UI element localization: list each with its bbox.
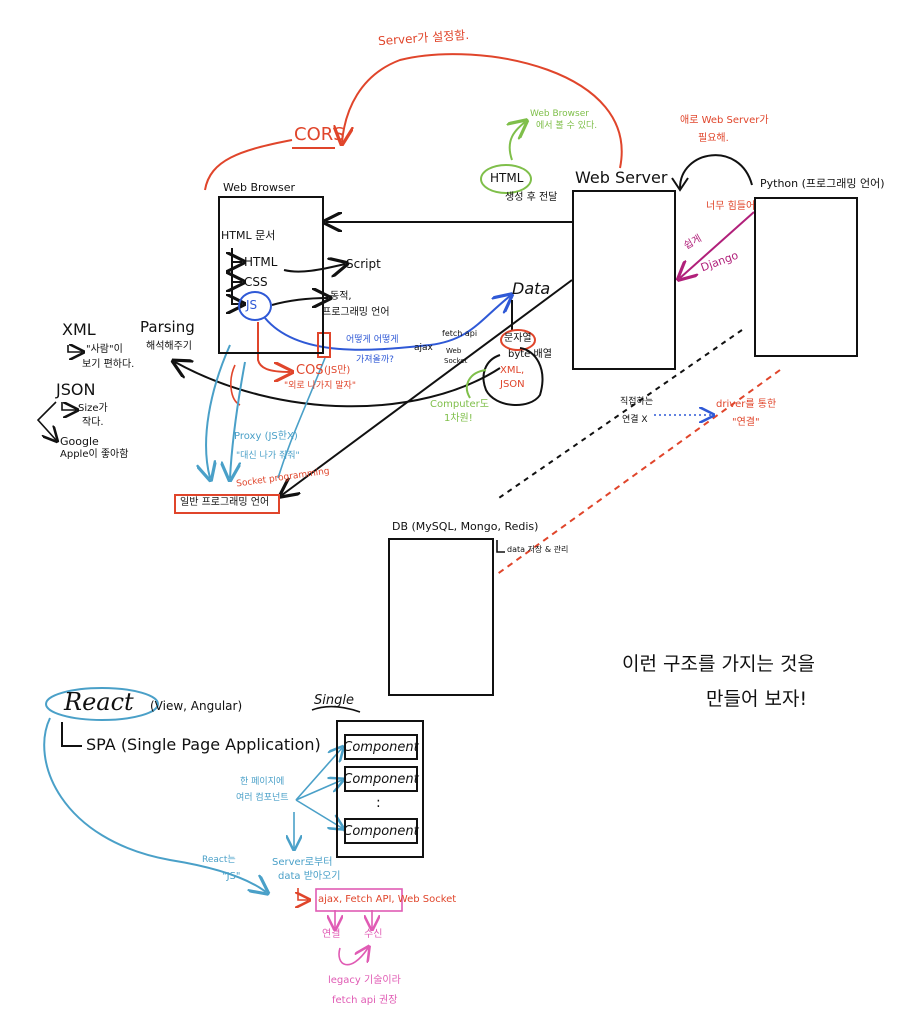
caption-line-1: 이런 구조를 가지는 것을 bbox=[622, 653, 815, 675]
dynamic-label: 동적, bbox=[330, 291, 352, 302]
how-note-2: 가져올까? bbox=[356, 355, 394, 365]
driver-note-2: "연결" bbox=[732, 417, 760, 428]
python-box bbox=[754, 197, 858, 357]
tech-list: ajax, Fetch API, Web Socket bbox=[318, 894, 457, 905]
legacy-note-1: legacy 기술이라 bbox=[328, 975, 401, 986]
spa-label: SPA (Single Page Application) bbox=[86, 735, 321, 754]
react-alternatives: (View, Angular) bbox=[150, 699, 243, 713]
db-note: data 저장 & 관리 bbox=[507, 545, 569, 554]
component-box-3: Component bbox=[343, 818, 419, 844]
receive-label: 수신 bbox=[364, 929, 383, 940]
how-note-1: 어떻게 어떻게 bbox=[346, 335, 399, 345]
direct-note-1: 직접하는 bbox=[620, 397, 654, 407]
cos-sub: (JS만) bbox=[324, 365, 351, 376]
connect-label: 연결 bbox=[322, 929, 341, 940]
computer-note-1: Computer도 bbox=[430, 399, 489, 410]
string-label: 문자열 bbox=[504, 333, 532, 344]
component-box-2: Component bbox=[343, 766, 419, 792]
react-js-note: "JS" bbox=[222, 871, 241, 882]
xml-label: XML bbox=[62, 320, 96, 339]
web-browser-box bbox=[218, 196, 324, 354]
general-lang-box bbox=[174, 494, 280, 514]
server-python-loop bbox=[679, 154, 753, 189]
cos-label: COS bbox=[296, 363, 324, 378]
css-label: CSS bbox=[244, 275, 268, 289]
component-ellipsis: : bbox=[376, 795, 381, 811]
cors-label: CORS bbox=[294, 124, 345, 145]
db-box bbox=[388, 538, 494, 696]
web-server-label: Web Server bbox=[575, 168, 668, 187]
apple-label: Apple이 좋아함 bbox=[60, 449, 129, 460]
html-generate-note: 생성 후 전달 bbox=[505, 192, 558, 203]
js-label: JS bbox=[246, 298, 258, 312]
cors-to-browser-arc bbox=[204, 139, 293, 191]
parsing-label: Parsing bbox=[140, 318, 195, 336]
json-note-2: 작다. bbox=[82, 417, 104, 428]
web-server-box bbox=[572, 190, 676, 370]
driver-note-1: driver를 통한 bbox=[716, 399, 777, 410]
html-label: HTML bbox=[244, 255, 278, 269]
data-label: Data bbox=[512, 279, 551, 298]
xml-note-1: "사람"이 bbox=[86, 344, 123, 355]
server-to-cors-arc bbox=[342, 53, 623, 169]
js-circle bbox=[238, 291, 272, 321]
json-note-1: Size가 bbox=[78, 403, 108, 414]
single-label: Single bbox=[314, 693, 354, 708]
byte-array-label: byte 배열 bbox=[508, 349, 552, 360]
browser-view-note-2: 에서 볼 수 있다. bbox=[536, 121, 598, 131]
xml-red-label: XML, bbox=[500, 365, 525, 376]
one-page-note-1: 한 페이지에 bbox=[240, 777, 285, 787]
json-label: JSON bbox=[56, 380, 96, 399]
direct-note-2: 연결 X bbox=[622, 415, 648, 425]
json-red-label: JSON bbox=[500, 379, 525, 390]
script-label: Script bbox=[346, 257, 381, 271]
db-label: DB (MySQL, Mongo, Redis) bbox=[392, 520, 539, 533]
proxy-label: Proxy (JS한X) bbox=[234, 431, 298, 442]
socket-label: Socket bbox=[444, 357, 468, 365]
html-doc-label: HTML 문서 bbox=[221, 229, 276, 242]
web-label: Web bbox=[446, 347, 462, 355]
proxy-note: "대신 나가 줘줘" bbox=[236, 451, 300, 461]
fetch-api-label: fetch api bbox=[442, 329, 478, 338]
python-label: Python (프로그래밍 언어) bbox=[760, 177, 885, 190]
one-page-note-2: 여러 컴포넌트 bbox=[236, 793, 289, 803]
server-fetch-note-2: data 받아오기 bbox=[278, 871, 341, 882]
cos-note: "외로 나가지 말자" bbox=[284, 381, 356, 391]
react-title: React bbox=[64, 688, 134, 716]
need-server-note-1: 애로 Web Server가 bbox=[680, 115, 769, 126]
too-hard-note: 너무 힘들어 bbox=[706, 201, 756, 212]
xml-note-2: 보기 편하다. bbox=[82, 359, 135, 370]
component-box-1: Component bbox=[343, 734, 419, 760]
legacy-note-2: fetch api 권장 bbox=[332, 995, 398, 1006]
computer-note-2: 1차원! bbox=[444, 413, 473, 424]
html-title-circle bbox=[480, 164, 532, 194]
general-lang-label: 일반 프로그래밍 언어 bbox=[180, 497, 270, 508]
ajax-label: ajax bbox=[414, 343, 433, 353]
need-server-note-2: 필요해. bbox=[698, 133, 729, 144]
caption-line-2: 만들어 보자! bbox=[706, 688, 808, 710]
prog-lang-label: 프로그래밍 언어 bbox=[322, 307, 390, 318]
web-browser-label: Web Browser bbox=[223, 181, 296, 194]
browser-view-note-1: Web Browser bbox=[530, 109, 589, 119]
google-label: Google bbox=[60, 435, 99, 448]
parsing-sub: 해석해주기 bbox=[146, 341, 192, 352]
spa-page-box bbox=[336, 720, 424, 858]
react-is-note: React는 bbox=[202, 855, 236, 865]
server-fetch-note-1: Server로부터 bbox=[272, 857, 333, 868]
